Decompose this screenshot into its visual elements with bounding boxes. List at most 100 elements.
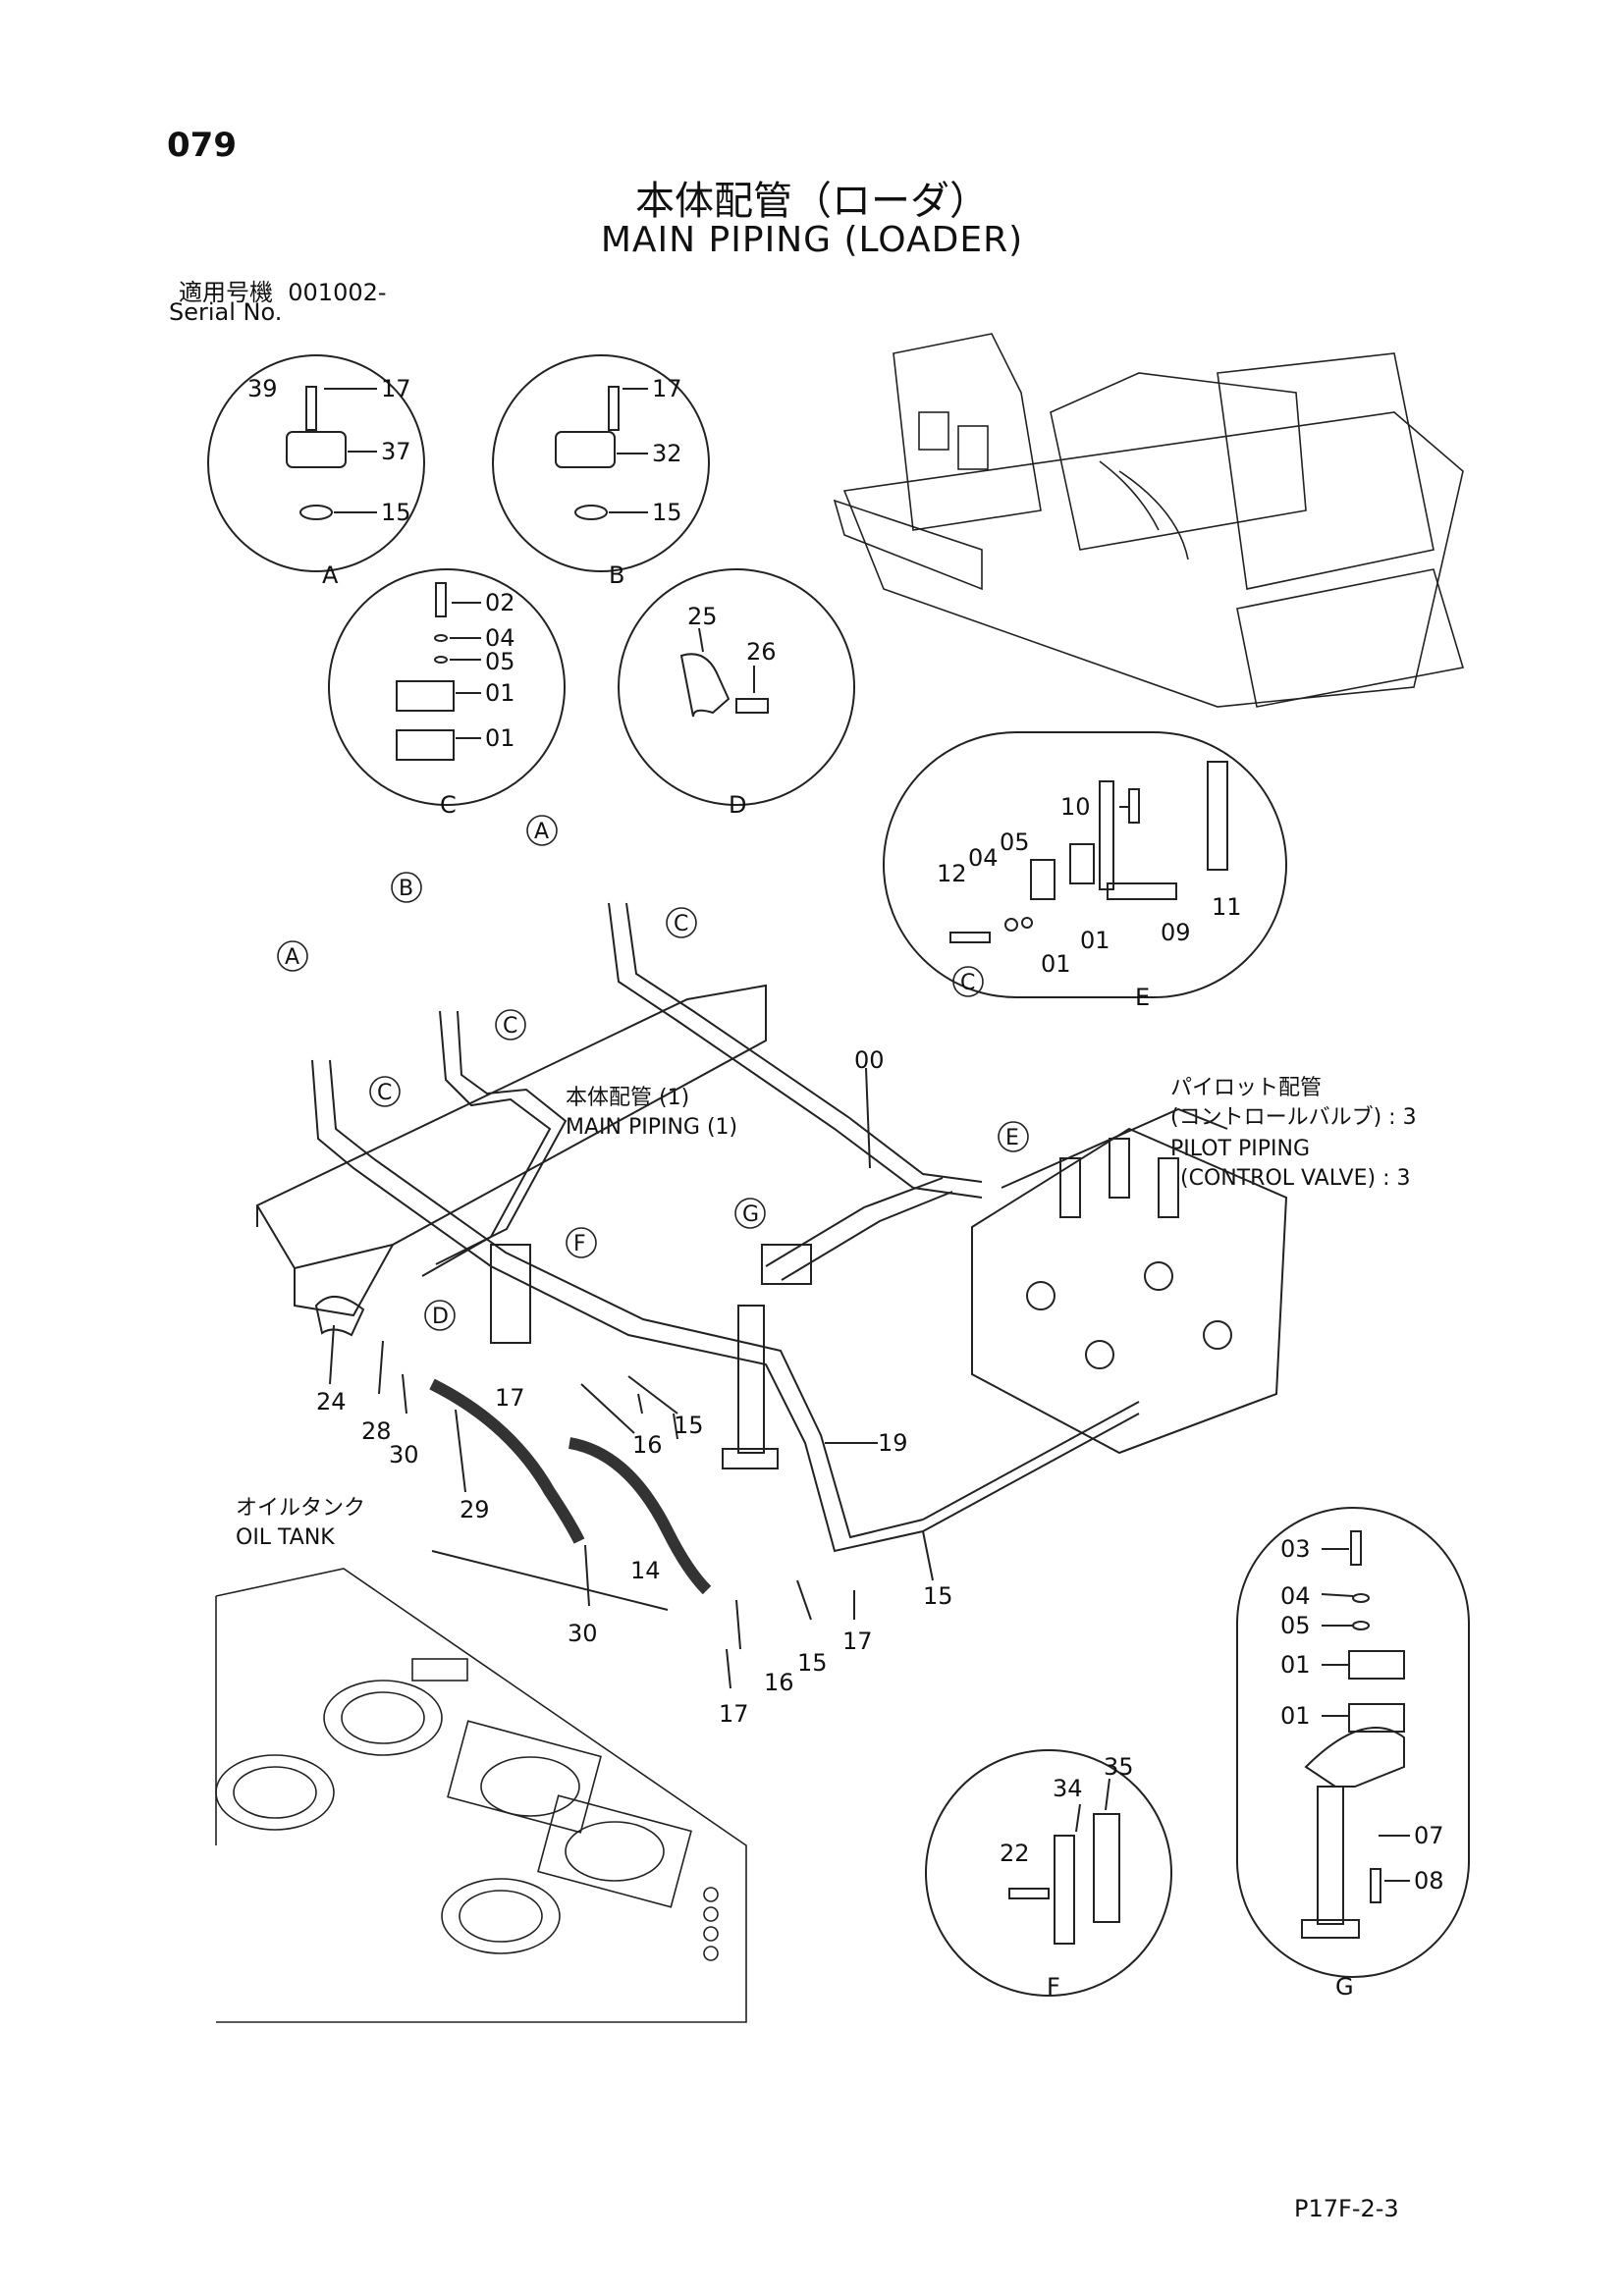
detail-a-block: [286, 431, 347, 468]
main-assembly: [255, 902, 1288, 1689]
detail-c-part-04: 04: [485, 624, 515, 652]
part-15c: 15: [923, 1582, 953, 1610]
callout-a-2: A: [285, 945, 299, 970]
callout-d: D: [432, 1305, 449, 1329]
part-00: 00: [854, 1046, 885, 1074]
detail-g-capsule: [1236, 1507, 1470, 1978]
detail-e-part-01a: 01: [1041, 950, 1071, 978]
main-piping-note-en: MAIN PIPING (1): [566, 1115, 738, 1140]
callout-b-1: B: [399, 877, 413, 901]
pilot-piping-en-2: (CONTROL VALVE) : 3: [1180, 1166, 1411, 1191]
machine-overview: [833, 333, 1465, 708]
serial-label-en: Serial No.: [169, 298, 283, 326]
detail-e-part-12: 12: [937, 860, 967, 887]
detail-e-part-05: 05: [1000, 828, 1030, 856]
title-english: MAIN PIPING (LOADER): [600, 220, 1024, 260]
pilot-piping-jp-2: (コントロールバルブ) : 3: [1170, 1105, 1417, 1130]
detail-b-part-15: 15: [652, 499, 682, 526]
detail-g-part-05: 05: [1280, 1612, 1311, 1639]
detail-g-part-03: 03: [1280, 1535, 1311, 1563]
detail-c: 02 04 05 01 01 C: [328, 568, 566, 819]
callout-f: F: [573, 1232, 586, 1256]
part-17c: 17: [719, 1700, 749, 1728]
part-15a: 15: [674, 1412, 704, 1439]
detail-e: 10 05 04 12 01 01 09 11 E: [883, 731, 1287, 1011]
detail-f: 35 34 22 F: [925, 1749, 1172, 2001]
detail-b-circle: [492, 354, 710, 572]
detail-d-part-25: 25: [687, 603, 718, 630]
part-28: 28: [361, 1417, 392, 1445]
detail-a-part-37: 37: [381, 438, 411, 465]
detail-d: 25 26 D: [618, 568, 855, 819]
part-24: 24: [316, 1388, 347, 1415]
detail-a-circle: [207, 354, 425, 572]
main-piping-note-jp: 本体配管 (1): [566, 1086, 690, 1110]
detail-f-letter: F: [1047, 1973, 1060, 2001]
detail-a-bolt: [305, 386, 317, 431]
callout-c-3: C: [377, 1081, 392, 1105]
detail-g-part-01b: 01: [1280, 1702, 1311, 1730]
serial-value: 001002-: [288, 279, 387, 306]
detail-g: 03 04 05 01 01 07 08 G: [1236, 1507, 1470, 2001]
detail-c-part-01b: 01: [485, 724, 515, 752]
callout-c-1: C: [674, 912, 688, 936]
part-19: 19: [878, 1429, 908, 1457]
detail-c-part-02: 02: [485, 589, 515, 616]
detail-e-part-04: 04: [968, 844, 999, 872]
detail-g-part-01a: 01: [1280, 1651, 1311, 1679]
detail-g-part-08: 08: [1414, 1867, 1444, 1895]
detail-a-part-39: 39: [247, 375, 278, 402]
part-16b: 16: [764, 1669, 794, 1696]
part-30b: 30: [568, 1620, 598, 1647]
detail-g-part-04: 04: [1280, 1582, 1311, 1610]
detail-f-part-35: 35: [1104, 1753, 1134, 1781]
oil-tank-en: OIL TANK: [236, 1525, 335, 1550]
detail-e-part-11: 11: [1212, 893, 1242, 921]
part-29: 29: [460, 1496, 490, 1523]
detail-a-oring: [299, 505, 333, 520]
part-14: 14: [630, 1557, 661, 1584]
detail-d-letter: D: [729, 791, 746, 819]
part-17a: 17: [495, 1384, 525, 1412]
detail-a-part-17: 17: [381, 375, 411, 402]
detail-g-part-07: 07: [1414, 1822, 1444, 1849]
detail-c-letter: C: [440, 791, 457, 819]
detail-e-part-01b: 01: [1080, 927, 1110, 954]
detail-d-circle: [618, 568, 855, 806]
callout-g: G: [742, 1202, 759, 1227]
detail-c-circle: [328, 568, 566, 806]
part-16a: 16: [632, 1431, 663, 1459]
oil-tank-jp: オイルタンク: [236, 1496, 366, 1521]
detail-b-part-17: 17: [652, 375, 682, 402]
callout-a-1: A: [534, 820, 549, 844]
oil-tank: [215, 1568, 747, 2023]
serial-label-jp: 適用号機 001002-: [179, 273, 387, 307]
page-number: 079: [167, 126, 237, 165]
callout-c-4: C: [960, 971, 975, 995]
serial-label-jp-text: 適用号機: [179, 279, 273, 306]
detail-e-part-10: 10: [1060, 793, 1091, 821]
footer-code: P17F-2-3: [1294, 2195, 1399, 2222]
detail-e-capsule: [883, 731, 1287, 998]
callouts: A B C A C C C E F G D: [277, 815, 1029, 1331]
detail-b-letter: B: [609, 561, 624, 589]
detail-a: 17 37 15 39 A: [207, 354, 425, 589]
detail-f-part-22: 22: [1000, 1840, 1030, 1867]
main-part-labels: 00 19 24 28 30 29 17 16 15 14 30 16 15 1…: [316, 1046, 953, 1728]
pilot-piping-jp: パイロット配管: [1170, 1076, 1323, 1100]
detail-b: 17 32 15 B: [492, 354, 710, 589]
detail-a-part-15: 15: [381, 499, 411, 526]
detail-c-part-05: 05: [485, 648, 515, 675]
detail-f-part-34: 34: [1053, 1775, 1083, 1802]
title-japanese: 本体配管（ローダ）: [635, 179, 989, 224]
detail-d-part-26: 26: [746, 638, 777, 666]
part-30a: 30: [389, 1441, 419, 1468]
part-15b: 15: [797, 1649, 828, 1677]
detail-a-letter: A: [322, 561, 339, 589]
detail-e-letter: E: [1135, 984, 1150, 1011]
part-17b: 17: [842, 1628, 873, 1655]
detail-g-letter: G: [1335, 1973, 1354, 2001]
detail-e-part-09: 09: [1161, 919, 1191, 946]
detail-c-part-01a: 01: [485, 679, 515, 707]
